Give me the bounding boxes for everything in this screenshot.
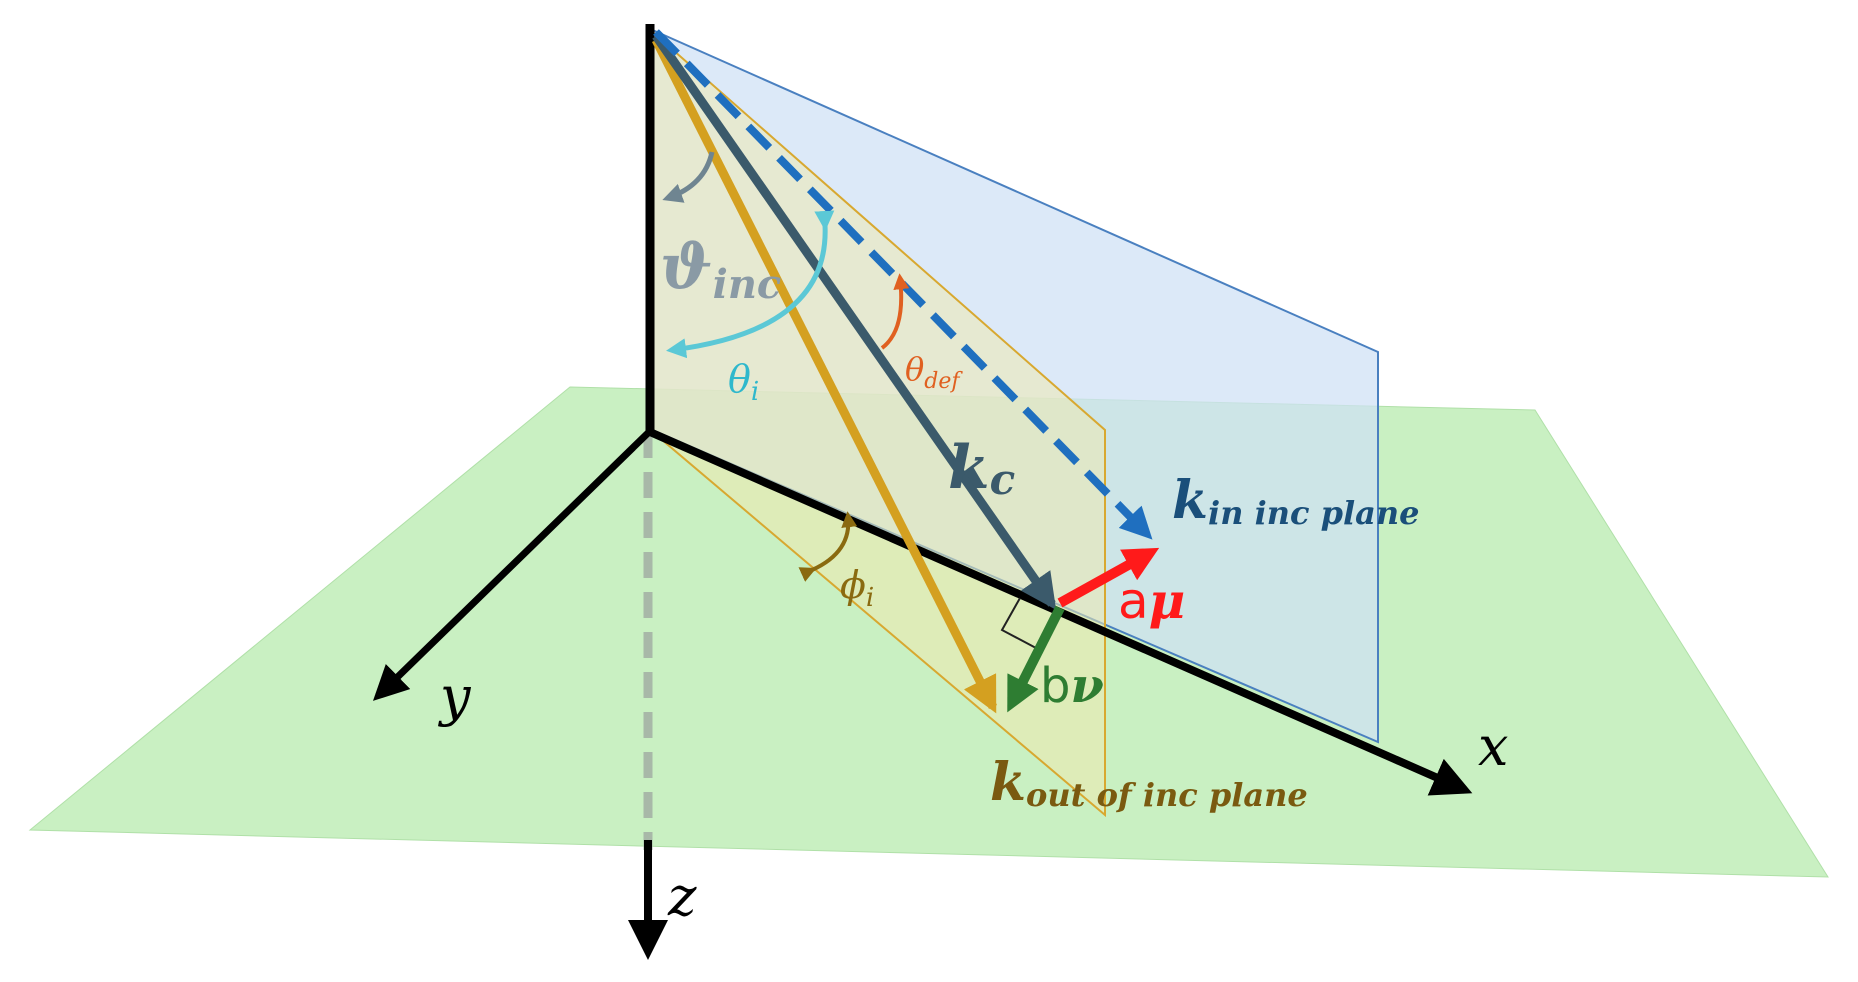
y-axis-label: y: [438, 665, 472, 728]
theta-inc-arc: [662, 151, 715, 203]
theta-inc-label: ϑinc: [660, 230, 781, 308]
theta-i-arc: [666, 210, 835, 359]
theta-i-label: θi: [728, 357, 759, 407]
y-axis: [372, 430, 651, 701]
x-axis-label: x: [1478, 715, 1508, 778]
k-in-label: kin inc plane: [1172, 470, 1420, 532]
theta-def-arc: [880, 273, 910, 350]
a-mu-label: aμ: [1118, 571, 1185, 630]
k-in-vector: [653, 29, 1153, 540]
a-mu-vector: [1057, 547, 1160, 608]
k-c-label: kc: [948, 433, 1015, 504]
b-nu-label: bν: [1040, 658, 1104, 714]
z-axis-label: z: [667, 865, 697, 928]
right-angle-marker: [1000, 597, 1037, 649]
k-c-vector: [652, 33, 1057, 610]
phi-i-arc: [798, 511, 858, 582]
theta-def-label: θdef: [905, 350, 963, 394]
k-out-label: kout of inc plane: [990, 752, 1308, 814]
k-out-vector: [651, 37, 998, 714]
phi-i-label: ϕi: [840, 563, 874, 613]
b-nu-vector: [1007, 605, 1065, 713]
